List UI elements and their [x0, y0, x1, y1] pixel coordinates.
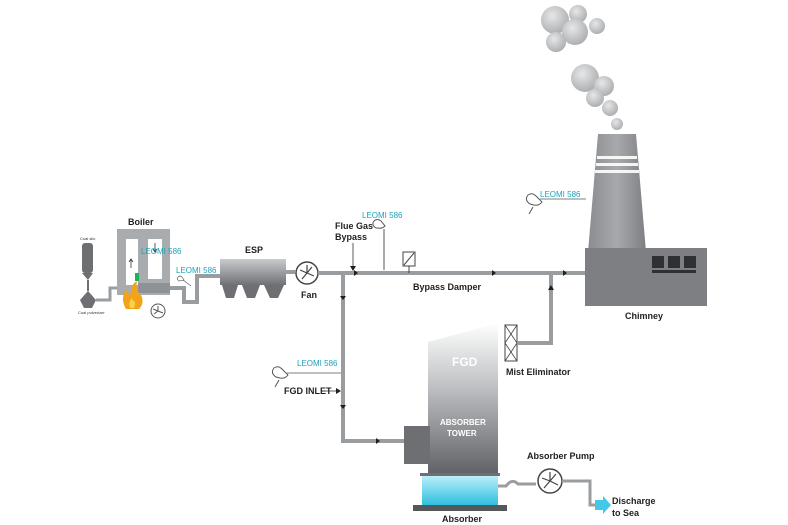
fgd-inlet-label: FGD INLET: [284, 386, 332, 396]
chimney-window-1: [652, 256, 664, 268]
fan-icon: [295, 261, 319, 285]
chimney-label: Chimney: [625, 311, 663, 321]
absorber-pump-label: Absorber Pump: [527, 451, 595, 461]
flue-gas-bypass-sensor-label: LEOMI 586: [362, 211, 403, 220]
boiler-inner-sensor-label: LEOMI 586: [141, 247, 182, 256]
discharge-label-2: to Sea: [612, 508, 640, 518]
chimney-sensor-icon: [525, 193, 586, 215]
smoke-plume: [541, 5, 623, 130]
boiler: [117, 229, 170, 295]
fgd-inlet-sensor-label: LEOMI 586: [297, 359, 338, 368]
flue-gas-bypass-label-2: Bypass: [335, 232, 367, 242]
flame-icon: [123, 281, 143, 309]
esp-label: ESP: [245, 245, 263, 255]
absorber-tower-label-2: TOWER: [447, 429, 477, 438]
coal-silo-label: Coal silo: [80, 236, 96, 241]
flow-arrow: [340, 296, 346, 300]
fgd-absorber-tower: [404, 323, 507, 511]
mist-eliminator-label: Mist Eliminator: [506, 367, 571, 377]
bypass-damper-icon: [402, 251, 416, 273]
discharge-arrow-icon: [595, 496, 611, 514]
boiler-outlet-sensor-label: LEOMI 586: [176, 266, 217, 275]
coal-pulverizer: [80, 291, 96, 308]
chimney-sensor-label: LEOMI 586: [540, 190, 581, 199]
coal-pulverizer-label: Coal pulverizer: [78, 310, 105, 315]
chimney-window-3: [684, 256, 696, 268]
boiler-outlet-sensor-icon: [176, 275, 192, 287]
fgd-inlet-sensor-icon: [271, 366, 341, 388]
flue-gas-bypass-label-1: Flue Gas: [335, 221, 373, 231]
fan-label: Fan: [301, 290, 317, 300]
esp: [220, 259, 286, 298]
boiler-fan-icon: [150, 303, 166, 319]
boiler-label: Boiler: [128, 217, 154, 227]
coal-silo: [82, 243, 93, 291]
flow-arrow: [354, 270, 358, 276]
flow-arrow: [563, 270, 567, 276]
flow-arrow: [340, 405, 346, 409]
chimney-window-2: [668, 256, 680, 268]
chimney: [585, 134, 707, 306]
discharge-label-1: Discharge: [612, 496, 656, 506]
absorber-label: Absorber: [442, 514, 483, 524]
fgd-label: FGD: [452, 355, 478, 369]
flow-arrow: [548, 285, 554, 290]
absorber-pump-icon: [537, 468, 563, 494]
absorber-tower-label-1: ABSORBER: [440, 418, 486, 427]
flow-arrow: [492, 270, 496, 276]
mist-eliminator-icon: [504, 324, 518, 362]
flow-arrow: [376, 438, 380, 444]
flue-gas-bypass-sensor-icon: [372, 219, 386, 270]
bypass-damper-label: Bypass Damper: [413, 282, 482, 292]
